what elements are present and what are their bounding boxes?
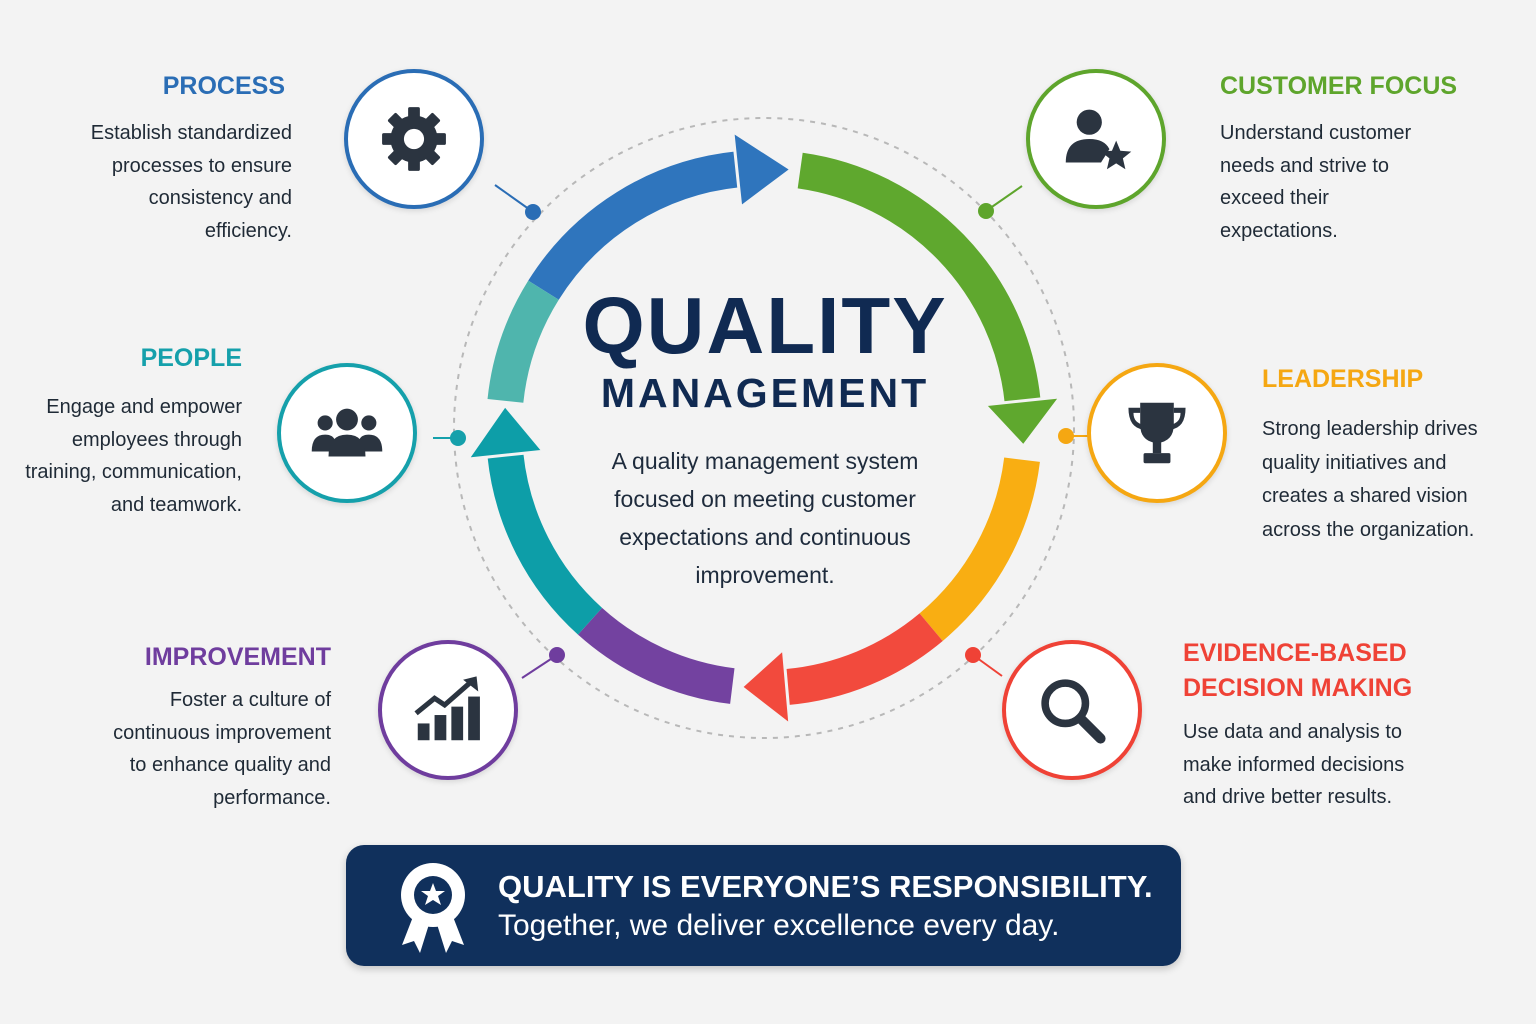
text-line: quality initiatives and	[1262, 451, 1447, 474]
main-subtitle: MANAGEMENT	[600, 370, 930, 416]
text-line: performance.	[213, 786, 331, 809]
text-line: continuous improvement	[113, 721, 331, 744]
people-group-icon	[311, 408, 383, 457]
process-title: PROCESS	[162, 72, 285, 100]
people-description: Engage and empower employees through tra…	[25, 391, 242, 521]
banner-headline: QUALITY IS EVERYONE’S RESPONSIBILITY.	[498, 869, 1153, 904]
leadership-title: LEADERSHIP	[1262, 365, 1424, 393]
connector-dot	[1058, 428, 1074, 444]
growth-chart-icon	[414, 676, 480, 741]
description-line: expectations and continuous	[619, 524, 911, 550]
main-description: A quality management system focused on m…	[570, 442, 960, 594]
text-line: consistency and	[148, 187, 292, 209]
leadership-description: Strong leadership drives quality initiat…	[1262, 413, 1478, 547]
description-line: A quality management system	[611, 448, 919, 474]
text-line: and drive better results.	[1183, 786, 1392, 808]
text-line: processes to ensure	[111, 154, 292, 177]
text-line: make informed decisions	[1183, 753, 1405, 776]
process-icon-circle	[344, 69, 484, 209]
text-line: and teamwork.	[110, 493, 242, 516]
connector-dot	[450, 430, 466, 446]
evidence-icon-circle	[1002, 640, 1142, 780]
award-ribbon-icon	[401, 863, 465, 953]
text-line: employees through	[71, 428, 242, 451]
magnifier-icon	[1041, 679, 1106, 744]
connector-dot	[965, 647, 981, 663]
text-line: Establish standardized	[90, 122, 292, 144]
improvement-description: Foster a culture of continuous improveme…	[113, 684, 331, 814]
improvement-icon-circle	[378, 640, 518, 780]
evidence-title: EVIDENCE-BASED DECISION MAKING	[1183, 636, 1412, 706]
improvement-title: IMPROVEMENT	[144, 643, 331, 671]
customer-focus-title: CUSTOMER FOCUS	[1220, 72, 1458, 100]
ring-segment-improvement	[577, 607, 735, 704]
text-line: across the organization.	[1262, 518, 1475, 541]
title-line: DECISION MAKING	[1183, 674, 1413, 702]
text-line: Use data and analysis to	[1183, 721, 1403, 743]
customer-focus-icon-circle	[1026, 69, 1166, 209]
evidence-description: Use data and analysis to make informed d…	[1183, 716, 1404, 814]
connector-dot	[549, 647, 565, 663]
connector-dot	[525, 204, 541, 220]
text-line: training, communication,	[25, 461, 242, 483]
main-title: QUALITY	[582, 281, 948, 370]
dashed-outer-circle	[453, 117, 1075, 739]
connector-dot	[978, 203, 994, 219]
title-line: EVIDENCE-BASED	[1183, 639, 1407, 667]
ring-segment-leadership	[919, 457, 1040, 641]
ring-segment-people	[487, 453, 603, 635]
customer-star-icon	[1065, 109, 1132, 170]
text-line: to enhance quality and	[129, 754, 331, 776]
text-line: efficiency.	[204, 219, 292, 242]
text-line: needs and strive to	[1220, 154, 1389, 177]
text-line: Engage and empower	[46, 396, 242, 418]
description-line: improvement.	[695, 562, 835, 588]
people-icon-circle	[277, 363, 417, 503]
text-line: Foster a culture of	[169, 689, 331, 711]
ring-segment-customer-focus	[797, 152, 1041, 403]
customer-focus-description: Understand customer needs and strive to …	[1220, 117, 1411, 247]
process-description: Establish standardized processes to ensu…	[91, 117, 292, 247]
ring-segment-process	[528, 151, 739, 300]
leadership-icon-circle	[1087, 363, 1227, 503]
trophy-icon	[1128, 402, 1186, 464]
arrowhead-people	[464, 402, 547, 461]
ring-segment-transition	[487, 280, 559, 404]
text-line: expectations.	[1220, 219, 1338, 242]
people-title: PEOPLE	[140, 344, 242, 372]
text-line: Understand customer	[1220, 122, 1412, 144]
banner-tagline: Together, we deliver excellence every da…	[498, 909, 1060, 942]
text-line: exceed their	[1220, 187, 1329, 209]
gear-icon	[382, 107, 446, 171]
text-line: Strong leadership drives	[1262, 418, 1478, 440]
description-line: focused on meeting customer	[614, 486, 916, 512]
arrowhead-evidence	[739, 646, 792, 729]
arrowhead-process	[731, 128, 794, 211]
ring-segment-evidence	[784, 613, 943, 705]
text-line: creates a shared vision	[1262, 485, 1468, 507]
responsibility-banner: QUALITY IS EVERYONE’S RESPONSIBILITY. To…	[346, 845, 1181, 966]
arrowhead-customer-focus	[981, 394, 1064, 449]
